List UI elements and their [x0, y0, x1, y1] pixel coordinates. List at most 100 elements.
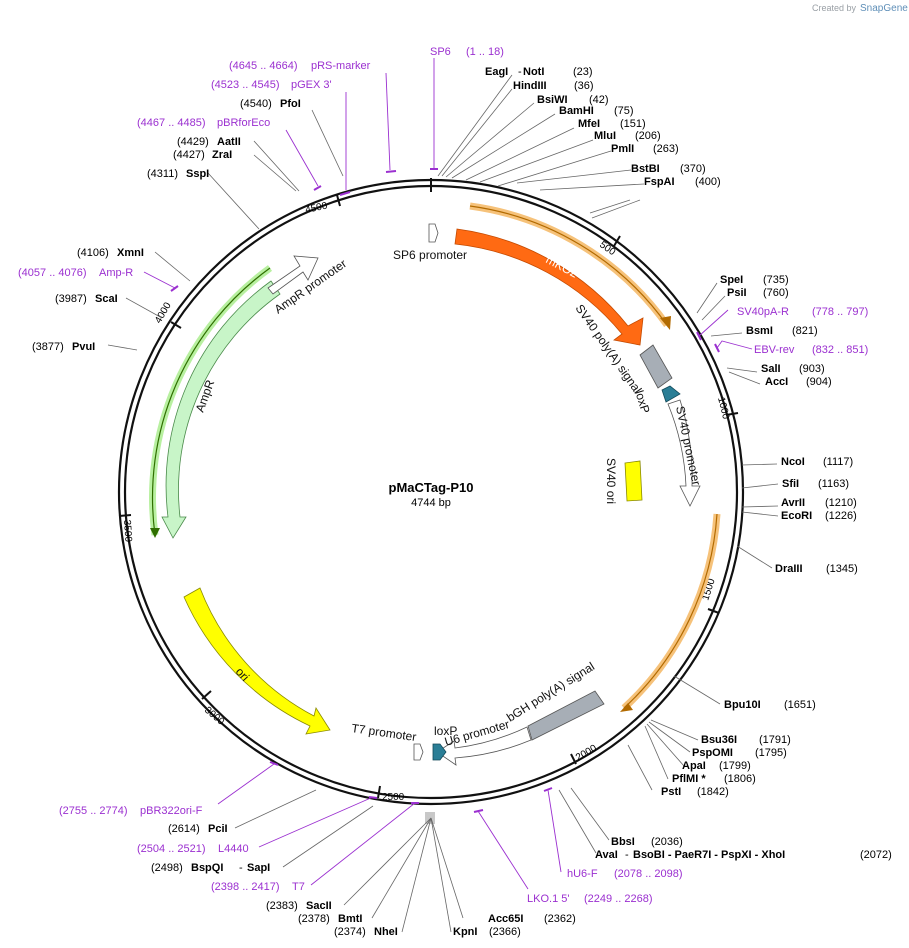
loxp-feature-1[interactable]	[661, 385, 681, 403]
enzyme-apai-pos: (1799)	[719, 760, 751, 772]
enzyme-sali-pos: (903)	[799, 363, 825, 375]
enzyme-sacii-pos: (2383)	[266, 900, 298, 912]
sp6-promoter-label: SP6 promoter	[393, 248, 467, 262]
primer-lko1-5-range: (2249 .. 2268)	[584, 893, 653, 905]
sv40-polya-feature[interactable]	[639, 344, 673, 389]
enzyme-pvui-pos: (3877)	[32, 341, 64, 353]
enzyme-psii-pos: (760)	[763, 287, 789, 299]
region-highlight-right-arrow	[620, 703, 633, 712]
enzyme-bbsi-pos: (2036)	[651, 836, 683, 848]
enzyme-sapi: SapI	[247, 862, 270, 874]
enzyme-zrai: ZraI	[212, 149, 232, 161]
loxp-label-2: loxP	[434, 724, 457, 738]
primer-pbr322ori-f-range: (2755 .. 2774)	[59, 805, 128, 817]
sp6-promoter-arrow[interactable]	[428, 223, 439, 243]
primer-t7-range: (2398 .. 2417)	[211, 881, 280, 893]
primer-pbrforeco-name: pBRforEco	[217, 117, 270, 129]
enzyme-pfoi: PfoI	[280, 98, 301, 110]
tick-label-2500: 2500	[382, 792, 405, 803]
mko2-feature[interactable]	[454, 228, 644, 346]
enzyme-avrii: AvrII	[781, 497, 805, 509]
ampr-promoter-feature[interactable]	[267, 255, 319, 295]
svg-text:-: -	[239, 862, 243, 874]
primer-pgex3-name: pGEX 3'	[291, 79, 332, 91]
enzyme-mfei-pos: (151)	[620, 118, 646, 130]
enzyme-avai-isoschizomers: BsoBI - PaeR7I - PspXI - XhoI	[633, 849, 785, 861]
enzyme-acc65i-pos: (2362)	[544, 913, 576, 925]
enzyme-sfii: SfiI	[782, 478, 799, 490]
enzyme-draiii-pos: (1345)	[826, 563, 858, 575]
sv40-promoter-label: SV40 promoter	[673, 405, 703, 487]
region-highlight-right-line	[623, 513, 718, 709]
enzyme-nhei-pos: (2374)	[334, 926, 366, 938]
enzyme-psti-pos: (1842)	[697, 786, 729, 798]
enzyme-bamhi-pos: (75)	[614, 105, 634, 117]
tick-label-3500: 3500	[121, 519, 134, 542]
enzyme-fspai-pos: (400)	[695, 176, 721, 188]
enzyme-pmli-pos: (263)	[653, 143, 679, 155]
primer-l4440-name: L4440	[218, 843, 249, 855]
enzyme-pflmi: PflMI *	[672, 773, 706, 785]
enzyme-bsiwi-pos: (42)	[589, 94, 609, 106]
enzyme-pvui: PvuI	[72, 341, 95, 353]
enzyme-bmti: BmtI	[338, 913, 362, 925]
enzyme-avai: AvaI	[595, 849, 618, 861]
primer-t7-name: T7	[292, 881, 305, 893]
enzyme-fspai: FspAI	[644, 176, 675, 188]
primer-ebv-rev-range: (832 .. 851)	[812, 344, 868, 356]
enzyme-pfoi-pos: (4540)	[240, 98, 272, 110]
primer-lko1-5-name: LKO.1 5'	[527, 893, 569, 905]
enzyme-mfei: MfeI	[578, 118, 600, 130]
enzyme-labels-right: EagI NotI - (23) HindIII (36) BsiWI (42)…	[485, 66, 892, 861]
enzyme-pcii-pos: (2614)	[168, 823, 200, 835]
enzyme-ecori-pos: (1226)	[825, 510, 857, 522]
enzyme-sspi-pos: (4311)	[147, 168, 178, 180]
enzyme-bamhi: BamHI	[559, 105, 594, 117]
sv40-promoter-feature[interactable]	[667, 399, 701, 507]
enzyme-bsu36i: Bsu36I	[701, 734, 737, 746]
enzyme-psii: PsiI	[727, 287, 747, 299]
enzyme-noti: NotI	[523, 66, 544, 78]
enzyme-acci: AccI	[765, 376, 788, 388]
enzyme-zrai-pos: (4427)	[173, 149, 205, 161]
primer-hu6-f-range: (2078 .. 2098)	[614, 868, 683, 880]
enzyme-mlui-pos: (206)	[635, 130, 661, 142]
primer-pgex3-range: (4523 .. 4545)	[211, 79, 280, 91]
ampr-highlight-line	[151, 267, 271, 536]
loxp-feature-2[interactable]	[432, 743, 447, 761]
enzyme-pflmi-pos: (1806)	[724, 773, 756, 785]
svg-text:-: -	[625, 849, 629, 861]
enzyme-ncoi-pos: (1117)	[823, 456, 853, 468]
primer-l4440-range: (2504 .. 2521)	[137, 843, 206, 855]
sv40-ori-feature[interactable]	[624, 460, 643, 502]
bgh-polya-feature[interactable]	[527, 690, 605, 741]
enzyme-spei-pos: (735)	[763, 274, 789, 286]
t7-promoter-arrow[interactable]	[413, 743, 424, 761]
snapgene-logo: SnapGene	[860, 3, 908, 14]
enzyme-bpu10i: Bpu10I	[724, 699, 761, 711]
enzyme-eagi-pos: (23)	[573, 66, 593, 78]
enzyme-eagi: EagI	[485, 66, 508, 78]
sv40-ori-label: SV40 ori	[604, 458, 618, 504]
enzyme-pmli: PmlI	[611, 143, 634, 155]
enzyme-bsiwi: BsiWI	[537, 94, 568, 106]
enzyme-scai-pos: (3987)	[55, 293, 87, 305]
enzyme-bmti-pos: (2378)	[298, 913, 330, 925]
enzyme-pcii: PciI	[208, 823, 228, 835]
plasmid-name: pMaCTag-P10	[389, 480, 474, 495]
plasmid-length: 4744 bp	[411, 497, 451, 509]
enzyme-pspomi: PspOMI	[692, 747, 733, 759]
u6-promoter-feature[interactable]	[436, 726, 532, 766]
primer-sv40pa-r-range: (778 .. 797)	[812, 306, 868, 318]
enzyme-ncoi: NcoI	[781, 456, 805, 468]
ori-feature[interactable]	[183, 587, 331, 735]
ampr-feature[interactable]	[161, 280, 281, 539]
enzyme-nhei: NheI	[374, 926, 398, 938]
primer-prs-marker-name: pRS-marker	[311, 60, 371, 72]
enzyme-bsmi-pos: (821)	[792, 325, 818, 337]
enzyme-apai: ApaI	[682, 760, 706, 772]
enzyme-bstbi: BstBI	[631, 163, 660, 175]
enzyme-kpni: KpnI	[453, 926, 477, 938]
enzyme-bspqi: BspQI	[191, 862, 223, 874]
